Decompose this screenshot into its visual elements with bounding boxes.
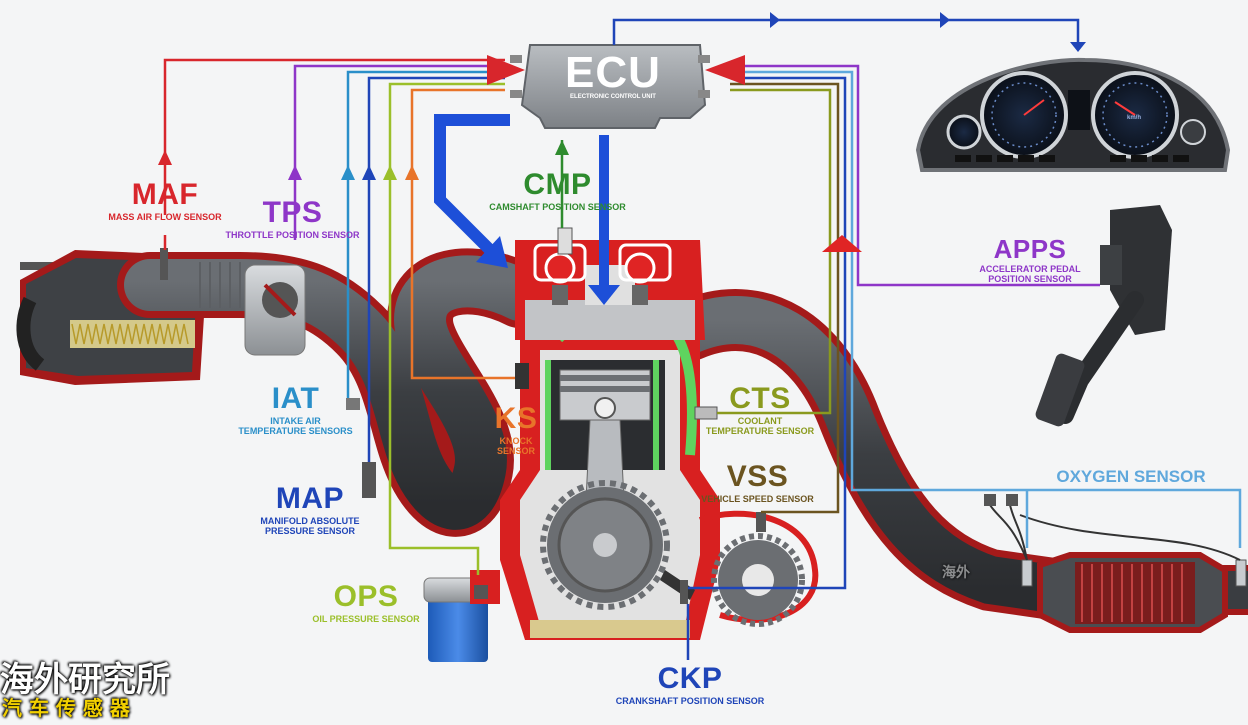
map-label: MAP MANIFOLD ABSOLUTE PRESSURE SENSOR [250,482,370,537]
instrument-cluster [915,57,1231,172]
sensor-bodies [160,227,766,604]
cmp-name: CAMSHAFT POSITION SENSOR [489,202,626,212]
apps-name-line1: ACCELERATOR PEDAL [979,264,1081,274]
map-abbr: MAP [275,482,345,515]
tps-wire [293,64,505,240]
vss-abbr: VSS [726,460,789,493]
apps-name-line2: POSITION SENSOR [988,274,1072,284]
iat-wire [346,70,505,398]
maf-label: MAF MASS AIR FLOW SENSOR [100,178,230,223]
signal-arrows [158,12,1086,305]
ops-name: OIL PRESSURE SENSOR [312,614,420,624]
maf-abbr: MAF [131,178,199,211]
intake-hose [117,248,553,537]
apps-label: APPS ACCELERATOR PEDAL POSITION SENSOR [970,236,1090,284]
watermark-title: 海外研究所 [0,660,170,700]
ops-abbr: OPS [333,580,399,613]
iat-name-line1: INTAKE AIR [270,416,321,426]
ks-wire [410,88,515,380]
map-name-line1: MANIFOLD ABSOLUTE [260,516,360,526]
signal-wires [163,18,1242,660]
ks-abbr: KS [494,402,538,435]
ecu-module [510,44,710,129]
watermark-subtitle: 汽 车 传 感 器 [2,696,130,720]
tps-abbr: TPS [262,196,323,229]
map-name-line2: PRESSURE SENSOR [264,526,356,536]
catalytic-converter [1037,552,1228,633]
vss-label: VSS VEHICLE SPEED SENSOR [700,460,815,505]
oxygen-sensors [984,494,1247,587]
ckp-name: CRANKSHAFT POSITION SENSOR [615,696,765,706]
ckp-label: CKP CRANKSHAFT POSITION SENSOR [610,662,770,707]
speed-unit: km/h [1126,115,1141,121]
tps-label: TPS THROTTLE POSITION SENSOR [215,196,370,241]
apps-abbr: APPS [993,234,1067,264]
ops-label: OPS OIL PRESSURE SENSOR [302,580,430,625]
iat-label: IAT INTAKE AIR TEMPERATURE SENSORS [228,382,363,437]
ks-name-line1: KNOCK [499,436,533,446]
map-wire [367,76,505,462]
tps-name: THROTTLE POSITION SENSOR [225,230,360,240]
vss-name: VEHICLE SPEED SENSOR [701,494,814,504]
apps-wire [730,64,1100,287]
crankshaft-gear [540,480,670,610]
iat-name-line2: TEMPERATURE SENSORS [238,426,353,436]
vss-wire [730,82,840,514]
ecu-subtitle: ELECTRONIC CONTROL UNIT [570,94,656,100]
oxygen-sensor-label: OXYGEN SENSOR [1056,467,1206,486]
oxygen-wire [730,70,1242,548]
accelerator-pedal [1035,205,1172,427]
speed-sensor-wheel [698,510,819,627]
cts-abbr: CTS [729,382,791,415]
iat-abbr: IAT [271,382,320,415]
ks-name-line2: SENSOR [496,446,535,456]
cts-name-line2: TEMPERATURE SENSOR [705,426,815,436]
cmp-label: CMP CAMSHAFT POSITION SENSOR [480,168,635,213]
ckp-wire [686,76,847,660]
cts-name-line1: COOLANT [737,416,783,426]
watermark-mark: 海外 [942,565,970,581]
dash-wire [612,18,1080,46]
ecu-title: ECU [565,48,661,97]
cts-label: CTS COOLANT TEMPERATURE SENSOR [700,382,820,437]
ops-wire [388,82,505,575]
throttle-body [244,264,306,356]
ckp-abbr: CKP [657,662,723,695]
cmp-abbr: CMP [523,168,592,201]
maf-name: MASS AIR FLOW SENSOR [108,212,222,222]
oil-filter [423,570,500,662]
ks-label: KS KNOCK SENSOR [480,402,552,457]
